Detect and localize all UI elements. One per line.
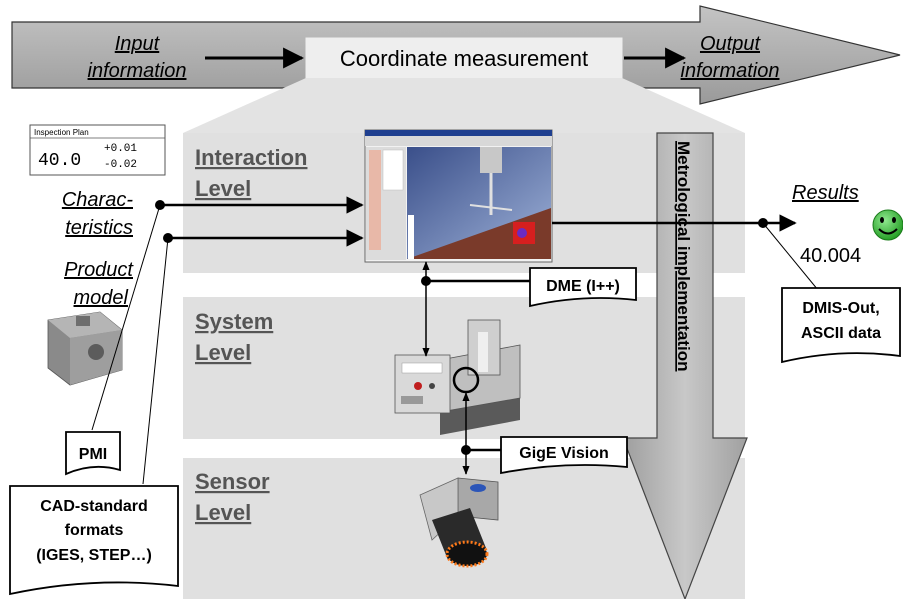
metrological-implementation-arrow: Metrological implementation (622, 132, 748, 599)
output-info-line1: Output (700, 33, 761, 55)
inspection-plan-title: Inspection Plan (34, 128, 89, 137)
input-info-line2: information (88, 60, 187, 82)
dmis-callout: DMIS-Out, ASCII data (781, 287, 901, 364)
cad-label-line3: (IGES, STEP…) (36, 547, 152, 564)
metrological-implementation-label: Metrological implementation (674, 141, 693, 371)
gige-connector-dot (461, 445, 471, 455)
inspection-plan-value: 40.0 (38, 151, 81, 171)
inspection-plan-card: Inspection Plan 40.0 +0.01 -0.02 (29, 124, 166, 176)
product-model-line2: model (74, 287, 129, 309)
pmi-callout: PMI (65, 431, 121, 476)
dmis-label-line2: ASCII data (801, 325, 881, 342)
inspection-plan-tol-minus: -0.02 (104, 159, 137, 171)
dmis-leader (762, 222, 819, 291)
probe-highlight-circle (452, 366, 480, 394)
coordinate-measurement-label: Coordinate measurement (340, 46, 588, 71)
results-value: 40.004 (800, 245, 861, 267)
interaction-level-line1: Interaction (195, 145, 307, 170)
cad-callout: CAD-standard formats (IGES, STEP…) (9, 485, 179, 596)
dme-callout: DME (I++) (529, 267, 637, 308)
gige-label: GigE Vision (519, 445, 609, 462)
inspection-plan-tol-plus: +0.01 (104, 143, 137, 155)
input-info-line1: Input (115, 33, 161, 55)
sensor-camera-image (419, 477, 499, 568)
results-label: Results (792, 182, 859, 204)
dme-connector-dot (421, 276, 431, 286)
gige-callout: GigE Vision (500, 436, 628, 475)
sensor-level-line2: Level (195, 500, 251, 525)
interaction-level-line2: Level (195, 176, 251, 201)
cmm-machine-image (394, 319, 521, 435)
product-model-line1: Product (64, 259, 134, 281)
system-level-line2: Level (195, 340, 251, 365)
sensor-level-line1: Sensor (195, 469, 270, 494)
characteristics-line1: Charac- (62, 189, 133, 211)
funnel-shape (183, 78, 745, 133)
top-banner: Input information Coordinate measurement… (11, 5, 901, 105)
cad-label-line2: formats (65, 522, 124, 539)
cad-leader (142, 237, 169, 485)
pmi-leader (91, 204, 161, 431)
output-info-line2: information (681, 60, 780, 82)
pmi-label: PMI (79, 446, 107, 463)
smiley-icon (872, 209, 903, 241)
system-level-line1: System (195, 309, 273, 334)
software-screenshot (364, 129, 553, 263)
dmis-label-line1: DMIS-Out, (802, 300, 879, 317)
characteristics-line2: teristics (65, 217, 133, 239)
dme-label: DME (I++) (546, 278, 620, 295)
cad-label-line1: CAD-standard (40, 498, 148, 515)
product-model-image (47, 311, 123, 386)
